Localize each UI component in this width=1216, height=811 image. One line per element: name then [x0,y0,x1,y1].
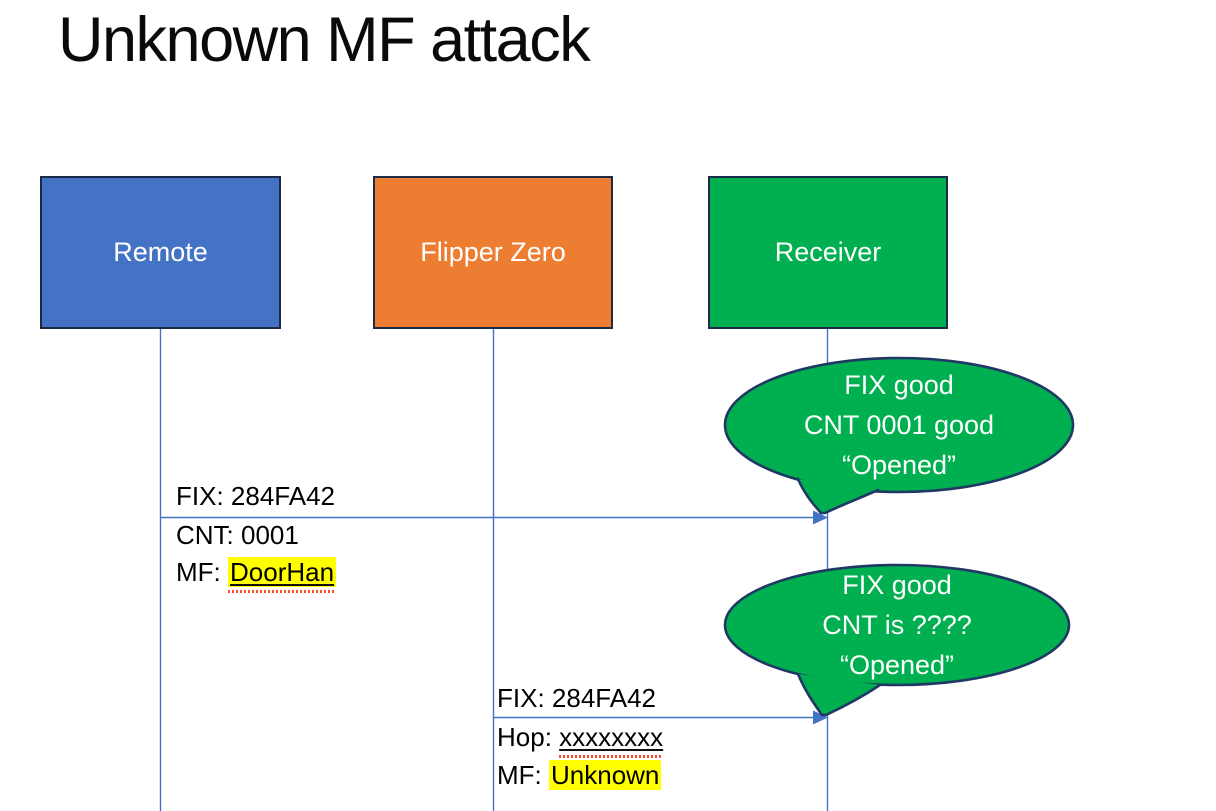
field-prefix: MF: [176,557,228,587]
actor-label: Remote [113,237,208,267]
callout-line: CNT 0001 good [803,410,995,440]
page-title: Unknown MF attack [58,5,591,75]
message1-line-fix: FIX: 284FA42 [176,481,335,511]
arrowhead-icon [813,710,828,725]
field-prefix: Hop: [497,722,560,752]
field-value: xxxxxxxx [559,722,664,752]
field-prefix: CNT: [176,520,241,550]
field-value: 0001 [241,520,299,550]
field-value: 284FA42 [551,683,656,713]
field-value-highlighted: DoorHan [228,557,337,587]
field-prefix: FIX: [497,683,552,713]
callout-bubble-2 [723,563,1071,717]
message2-line-hop: Hop: xxxxxxxx [497,722,663,752]
callout-tail [796,477,880,515]
actor-label: Receiver [774,237,882,267]
actor-box-remote: Remote [40,176,281,329]
message2-line-fix: FIX: 284FA42 [497,683,656,713]
callout1-text: FIX good CNT 0001 good “Opened” [725,365,1073,485]
message1-line-mf: MF: DoorHan [176,557,337,587]
message1-line-cnt: CNT: 0001 [176,520,299,550]
callout-bubble-1 [723,356,1075,515]
actor-label: Flipper Zero [420,237,566,267]
message-arrow-2 [493,710,828,725]
callout2-text: FIX good CNT is ???? “Opened” [725,565,1069,685]
callout-tail [796,672,882,717]
callout-line: CNT is ???? [822,610,972,640]
actor-box-receiver: Receiver [708,176,948,329]
callout-line: FIX good [844,370,954,400]
callout-line: “Opened” [841,450,957,480]
field-prefix: FIX: [176,481,231,511]
arrowhead-icon [813,510,828,525]
field-value-highlighted: Unknown [549,760,662,790]
message2-line-mf: MF: Unknown [497,760,662,790]
callout-line: FIX good [842,570,952,600]
actor-box-flipper-zero: Flipper Zero [373,176,613,329]
field-value: 284FA42 [230,481,335,511]
callout-line: “Opened” [839,650,955,680]
message-arrow-1 [160,510,828,525]
field-prefix: MF: [497,760,549,790]
